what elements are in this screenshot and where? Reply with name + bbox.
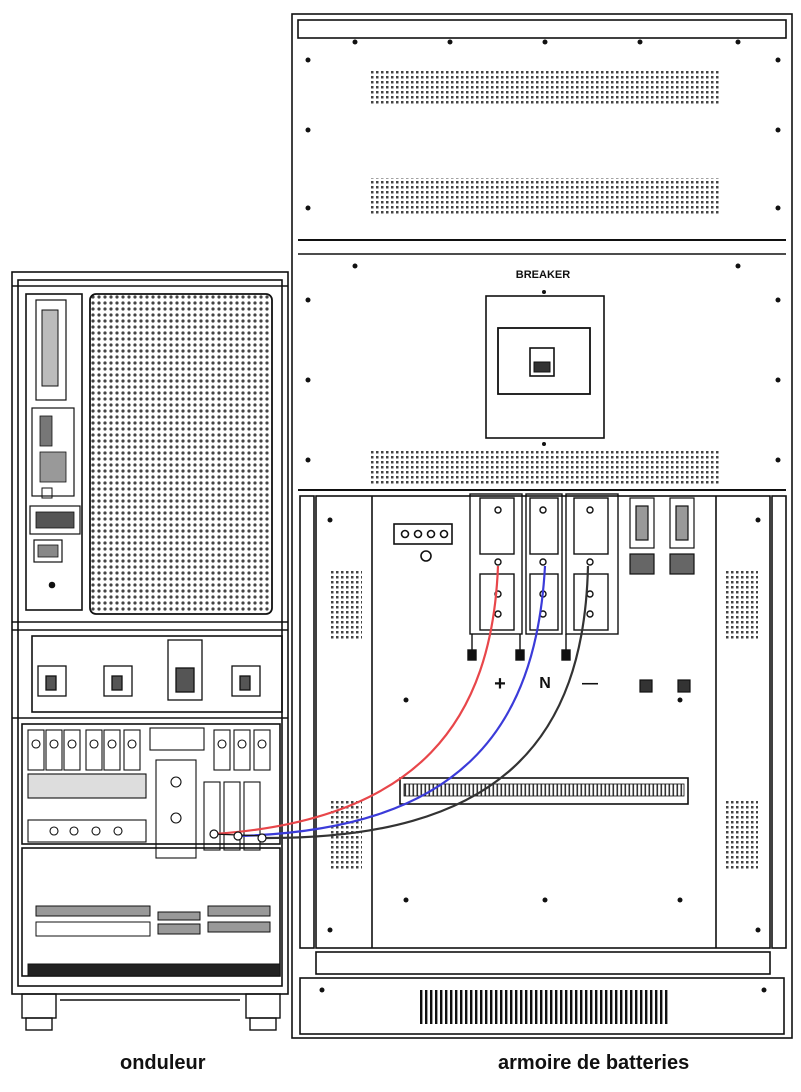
main-breaker-housing xyxy=(485,295,605,439)
din-rail xyxy=(399,777,689,805)
ups-inner-frame xyxy=(17,279,283,987)
cable-positive xyxy=(213,565,500,836)
main-breaker-handle xyxy=(529,347,555,377)
comm-card xyxy=(31,407,75,497)
aux-switches xyxy=(629,497,695,693)
ups-caption: onduleur xyxy=(120,1052,206,1074)
ups-cabinet xyxy=(11,271,289,1031)
battery-outer-frame xyxy=(291,13,793,1039)
ups-feet xyxy=(21,993,281,1031)
ups-control-terminals xyxy=(35,905,271,937)
serial-port xyxy=(33,539,63,563)
main-breaker-window xyxy=(497,327,591,395)
side-grille-left-top xyxy=(330,570,362,640)
neutral-bar xyxy=(155,759,197,859)
battery-compartment xyxy=(315,495,771,949)
monitoring-card xyxy=(35,299,67,401)
side-grille-right-bottom xyxy=(726,800,758,870)
usb-port xyxy=(41,487,53,499)
battery-cables xyxy=(209,565,590,843)
control-panel xyxy=(25,293,83,611)
battery-cabinet: BREAKER xyxy=(291,13,793,1039)
ground-screw xyxy=(420,550,432,562)
ups-terminals xyxy=(27,727,271,859)
side-grille-right-top xyxy=(726,570,758,640)
ups-breakers xyxy=(37,639,261,701)
breaker-grille xyxy=(370,450,720,484)
ground-bar xyxy=(27,819,147,843)
top-grille-lower xyxy=(370,178,720,214)
breaker-row-panel xyxy=(31,635,283,713)
terminal-area xyxy=(21,723,281,845)
battery-cabinet-caption: armoire de batteries xyxy=(498,1052,690,1074)
base-vent xyxy=(420,990,670,1024)
cable-neutral xyxy=(237,565,547,838)
positive-label: + xyxy=(494,673,506,695)
neutral-label: N xyxy=(539,675,551,692)
ground-terminal-block xyxy=(393,523,453,545)
ups-vent-grille xyxy=(89,293,273,615)
cable-negative xyxy=(261,565,590,840)
relay-port xyxy=(29,505,81,535)
top-grille-upper xyxy=(370,70,720,106)
battery-base xyxy=(315,951,771,975)
negative-label: — xyxy=(582,675,598,692)
breaker-label: BREAKER xyxy=(516,269,570,281)
